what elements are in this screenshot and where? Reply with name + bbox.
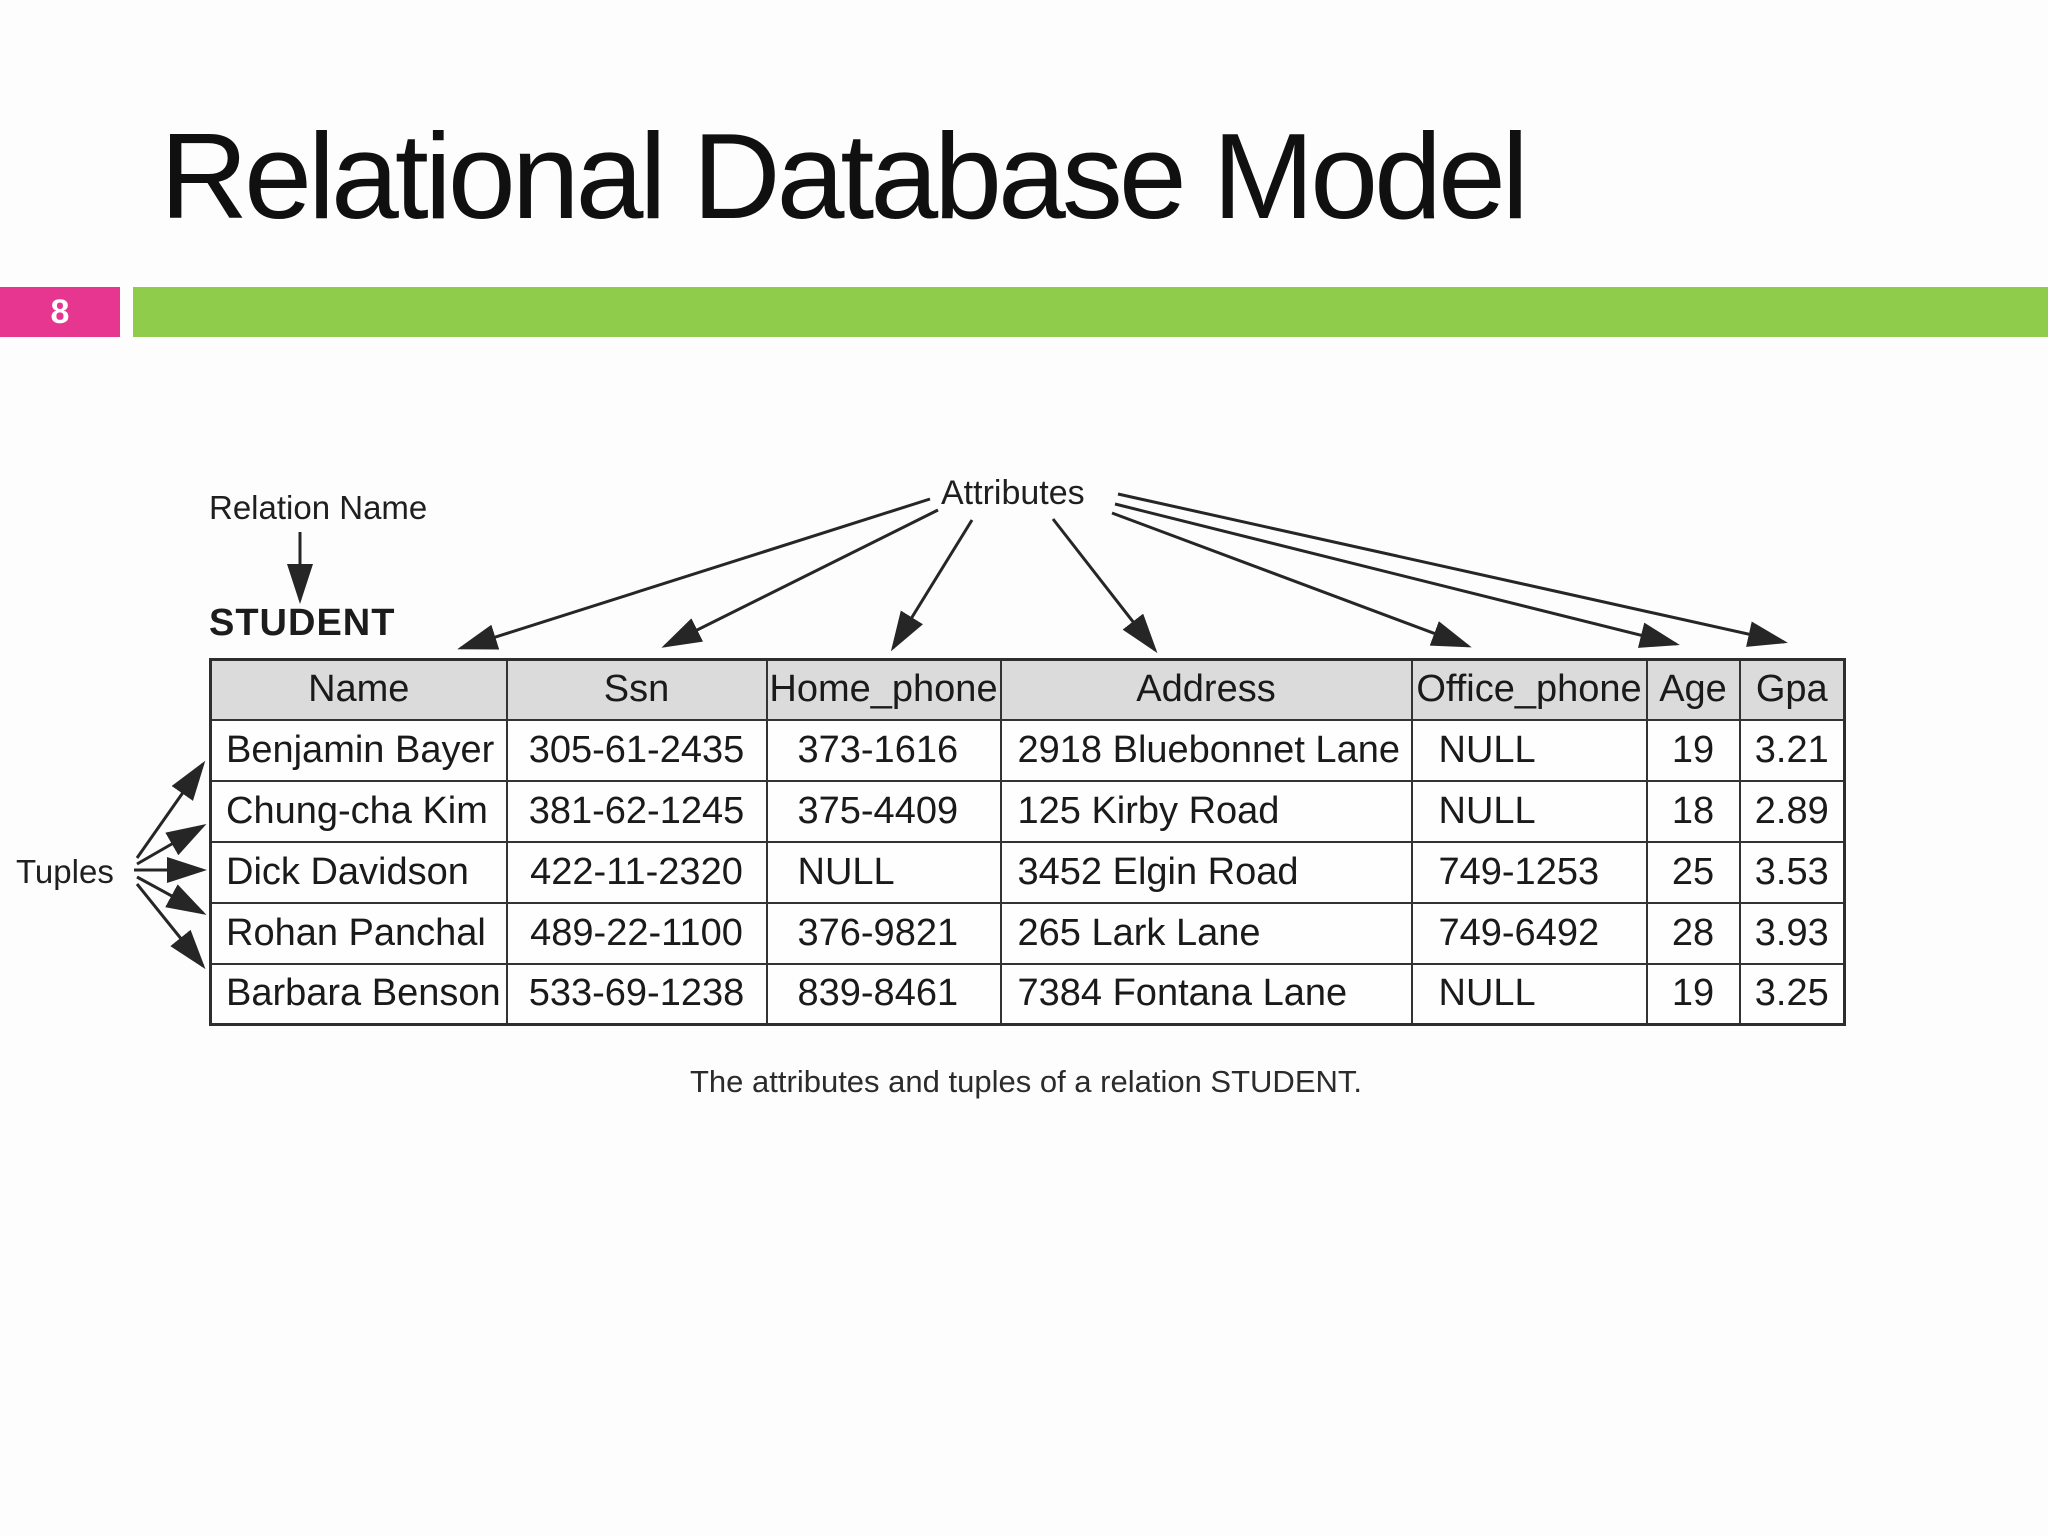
table-cell: 2.89: [1738, 779, 1846, 843]
attribute-arrow-home-phone: [890, 519, 974, 652]
attribute-arrow-age: [1114, 502, 1680, 648]
tuple-arrow-1: [135, 760, 206, 859]
table-cell: 28: [1645, 901, 1741, 965]
table-cell: Chung-cha Kim: [209, 779, 508, 843]
attribute-arrow-address: [1051, 518, 1158, 654]
table-cell: 375-4409: [765, 779, 1002, 843]
page-title: Relational Database Model: [160, 108, 1529, 244]
column-header-address: Address: [999, 658, 1413, 721]
attributes-label: Attributes: [941, 474, 1085, 512]
table-cell: 749-1253: [1410, 840, 1648, 904]
column-header-gpa: Gpa: [1738, 658, 1846, 721]
table-cell: Dick Davidson: [209, 840, 508, 904]
table-cell: 422-11-2320: [505, 840, 768, 904]
tuple-arrow-2: [136, 824, 207, 866]
table-cell: 125 Kirby Road: [999, 779, 1413, 843]
table-cell: 19: [1645, 962, 1741, 1026]
attribute-arrow-ssn: [661, 508, 939, 648]
column-header-home_phone: Home_phone: [765, 658, 1002, 721]
attribute-arrow-office-phone: [1111, 511, 1472, 648]
table-cell: 265 Lark Lane: [999, 901, 1413, 965]
tuples-label: Tuples: [16, 853, 114, 890]
column-header-name: Name: [209, 658, 508, 721]
table-cell: 3452 Elgin Road: [999, 840, 1413, 904]
table-cell: 305-61-2435: [505, 718, 768, 782]
table-cell: 3.93: [1738, 901, 1846, 965]
table-cell: Rohan Panchal: [209, 901, 508, 965]
table-cell: 2918 Bluebonnet Lane: [999, 718, 1413, 782]
table-cell: Benjamin Bayer: [209, 718, 508, 782]
tuple-arrow-4: [136, 875, 207, 915]
table-cell: 19: [1645, 718, 1741, 782]
table-cell: NULL: [1410, 779, 1648, 843]
table-cell: 18: [1645, 779, 1741, 843]
table-cell: 7384 Fontana Lane: [999, 962, 1413, 1026]
table-cell: 489-22-1100: [505, 901, 768, 965]
table-cell: 25: [1645, 840, 1741, 904]
table-cell: 749-6492: [1410, 901, 1648, 965]
table-cell: NULL: [1410, 718, 1648, 782]
relation-name-label: Relation Name: [209, 489, 428, 526]
attribute-arrow-gpa: [1117, 492, 1788, 647]
table-cell: 839-8461: [765, 962, 1002, 1026]
table-cell: 3.25: [1738, 962, 1846, 1026]
page-number-badge: 8: [0, 287, 120, 337]
tuple-arrow-5: [135, 883, 206, 970]
table-cell: 381-62-1245: [505, 779, 768, 843]
accent-bar: [133, 287, 2048, 337]
column-header-office_phone: Office_phone: [1410, 658, 1648, 721]
table-cell: 3.21: [1738, 718, 1846, 782]
table-cell: Barbara Benson: [209, 962, 508, 1026]
page-number: 8: [50, 292, 70, 331]
table-cell: 376-9821: [765, 901, 1002, 965]
table-cell: 373-1616: [765, 718, 1002, 782]
table-cell: 3.53: [1738, 840, 1846, 904]
column-header-age: Age: [1645, 658, 1741, 721]
table-cell: NULL: [765, 840, 1002, 904]
attribute-arrow-name: [457, 497, 931, 650]
table-cell: NULL: [1410, 962, 1648, 1026]
column-header-ssn: Ssn: [505, 658, 768, 721]
figure-caption: The attributes and tuples of a relation …: [690, 1064, 1362, 1099]
relation-title: STUDENT: [209, 602, 396, 644]
table-cell: 533-69-1238: [505, 962, 768, 1026]
